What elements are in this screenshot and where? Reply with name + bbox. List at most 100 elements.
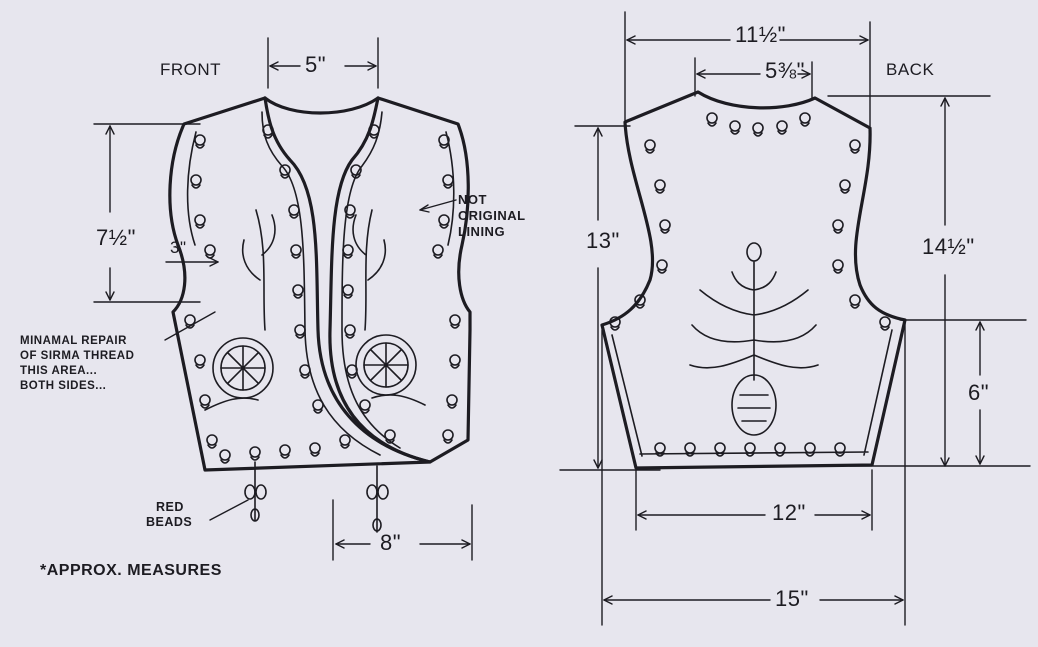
embroidery-motif [774,442,786,454]
embroidery-stem [450,364,460,369]
dim-front-height: 7½" [96,225,136,250]
embroidery-stem [291,254,301,259]
embroidery-motif [194,134,206,146]
embroidery-motif [342,244,354,256]
embroidery-motif [449,354,461,366]
embroidery-stem [300,374,310,379]
embroidery-motif [190,174,202,186]
embroidery-motif [204,244,216,256]
embroidery-stem [805,452,815,457]
dim-front-width: 8" [380,530,402,555]
embroidery-stem [385,439,395,444]
embroidery-stem [185,324,195,329]
front-right-medallion [355,334,417,396]
back-vest [600,90,907,470]
embroidery-motif [654,442,666,454]
embroidery-stem [191,184,201,189]
embroidery-stem [433,254,443,259]
front-label: FRONT [160,60,222,79]
embroidery-motif [438,134,450,146]
embroidery-stem [850,149,860,154]
embroidery-stem [360,409,370,414]
embroidery-motif [262,124,274,136]
back-label: BACK [886,60,935,79]
embroidery-stem [195,364,205,369]
embroidery-motif [834,442,846,454]
note-repair: MINAMAL REPAIR OF SIRMA THREAD THIS AREA… [20,334,134,394]
embroidery-stem [250,456,260,461]
embroidery-stem [280,174,290,179]
border-embroidery [184,112,891,464]
embroidery-motif [804,442,816,454]
embroidery-motif [849,294,861,306]
embroidery-motif [279,444,291,456]
embroidery-stem [443,439,453,444]
embroidery-stem [369,134,379,139]
note-repair-line: OF SIRMA THREAD [20,350,135,362]
embroidery-stem [800,122,810,127]
front-left-panel [168,96,432,472]
embroidery-motif [199,394,211,406]
front-right-trim [341,111,455,449]
embroidery-stem [660,229,670,234]
dim-back-neck: 5⅜" [765,58,805,83]
embroidery-stem [345,214,355,219]
embroidery-stem [745,452,755,457]
embroidery-motif [799,112,811,124]
embroidery-motif [312,399,324,411]
embroidery-stem [657,269,667,274]
embroidery-motif [292,284,304,296]
embroidery-stem [840,189,850,194]
front-bead-string-left [244,461,267,522]
embroidery-motif [294,324,306,336]
front-left-medallion [212,337,274,399]
embroidery-stem [347,374,357,379]
embroidery-motif [249,446,261,458]
embroidery-stem [850,304,860,309]
embroidery-motif [729,120,741,132]
dim-back-side: 6" [968,380,990,405]
embroidery-stem [635,304,645,309]
dim-front-neck: 5" [305,52,327,77]
embroidery-stem [195,144,205,149]
front-right-vine [352,209,426,406]
embroidery-motif [832,219,844,231]
embroidery-motif [446,394,458,406]
embroidery-stem [655,189,665,194]
dim-back-hem: 12" [772,500,806,525]
embroidery-motif [832,259,844,271]
embroidery-motif [659,219,671,231]
embroidery-motif [684,442,696,454]
note-beads-line: BEADS [146,515,193,529]
dimension-lines [93,11,1031,626]
embroidery-motif [344,204,356,216]
front-right-panel [328,96,472,464]
note-beads-line: RED [156,500,184,514]
dim-front-armhole: 3" [170,238,187,257]
embroidery-motif [609,316,621,328]
note-lining-line: LINING [458,224,506,239]
embroidery-motif [634,294,646,306]
embroidery-motif [442,429,454,441]
embroidery-stem [280,454,290,459]
note-beads: RED BEADS [146,500,192,530]
embroidery-stem [345,334,355,339]
front-vest [168,96,472,533]
embroidery-stem [450,324,460,329]
dim-back-height-left: 13" [586,228,620,253]
embroidery-stem [207,444,217,449]
dim-back-shoulder: 11½" [735,22,786,47]
back-hem-band [611,329,893,457]
embroidery-stem [685,452,695,457]
embroidery-motif [442,174,454,186]
embroidery-stem [310,452,320,457]
note-repair-line: THIS AREA... [20,365,98,377]
note-repair-line: MINAMAL REPAIR [20,335,127,347]
embroidery-motif [706,112,718,124]
embroidery-motif [342,284,354,296]
embroidery-stem [655,452,665,457]
embroidery-motif [654,179,666,191]
note-lining-line: NOT [458,192,487,207]
embroidery-stem [195,224,205,229]
